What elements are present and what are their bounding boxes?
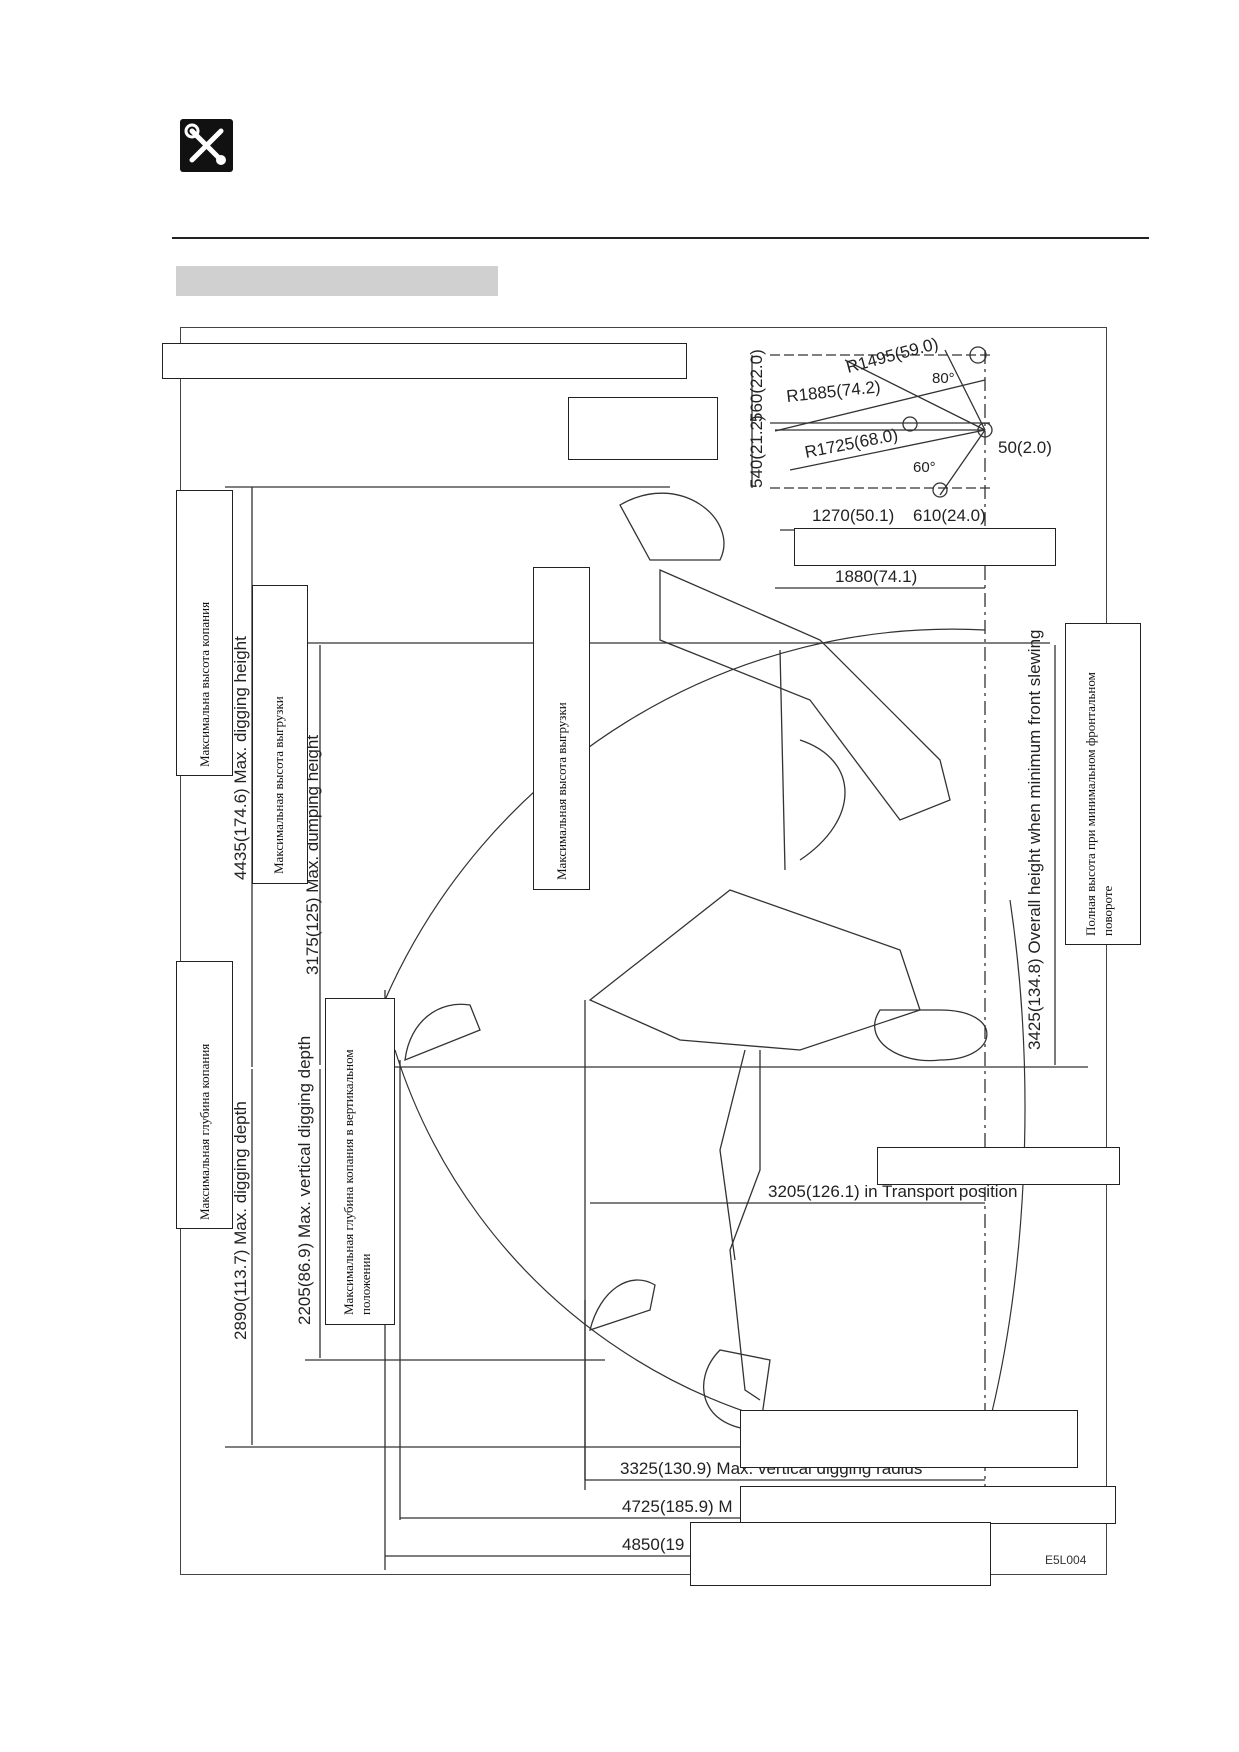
overlay-box-4725 [740,1486,1116,1524]
label-overall-height: Полная высота при минимальном фронтально… [1083,672,1115,936]
overlay-box-1880 [794,528,1056,566]
overlay-box-transport [877,1147,1120,1185]
dim-610: 610(24.0) [913,506,986,525]
angle-60: 60° [913,459,936,476]
dim-overall-height: 3425(134.8) Overall height when minimum … [1025,630,1044,1050]
section-title-bar [176,266,498,296]
dim-1880: 1880(74.1) [835,567,917,586]
label-box-max-dumping-height-center: Максимальная высота выгрузки [533,567,590,890]
label-box-overall-height: Полная высота при минимальном фронтально… [1065,623,1141,945]
header-rule [172,237,1149,239]
dim-transport: 3205(126.1) in Transport position [768,1182,1018,1201]
dim-max-digging-height: 4435(174.6) Max. digging height [231,636,250,880]
dim-50: 50(2.0) [998,438,1052,457]
overlay-box-4850 [690,1522,991,1586]
label-box-max-vertical-depth: Максимальная глубина копания в вертикаль… [325,998,395,1325]
overlay-box-vertical-radius [740,1410,1078,1468]
angle-80: 80° [932,370,955,387]
figure-code: E5L004 [1045,1553,1087,1567]
drawing-frame [180,327,1107,1575]
dim-r1725: R1725(68.0) [803,425,899,462]
dim-max-vertical-depth: 2205(86.9) Max. vertical digging depth [295,1036,314,1325]
label-box-max-dumping-height: Максимальная высота выгрузки [252,585,308,884]
label-max-vertical-depth: Максимальная глубина копания в вертикаль… [341,1049,373,1315]
dim-540: 540(21.2) [747,415,766,488]
overlay-box-topview [568,397,718,460]
overlay-box-top-title [162,343,687,379]
label-max-digging-depth: Максимальная глубина копания [197,1043,212,1220]
dim-max-digging-depth: 2890(113.7) Max. digging depth [231,1101,250,1340]
label-max-dumping-height-center: Максимальная высота выгрузки [554,702,569,880]
dim-560: 560(22.0) [747,349,766,422]
dim-r1495: R1495(59.0) [844,334,940,377]
dim-4725: 4725(185.9) M [622,1497,733,1516]
dim-4850: 4850(19 [622,1535,684,1554]
label-max-dumping-height: Максимальная высота выгрузки [271,696,286,874]
dim-r1885: R1885(74.2) [785,377,881,406]
label-max-digging-height: Максимальна высота копания [197,601,212,767]
wrench-screwdriver-icon [180,119,233,172]
label-box-max-digging-height: Максимальна высота копания [176,490,233,776]
dim-1270: 1270(50.1) [812,506,894,525]
label-box-max-digging-depth: Максимальная глубина копания [176,961,233,1229]
